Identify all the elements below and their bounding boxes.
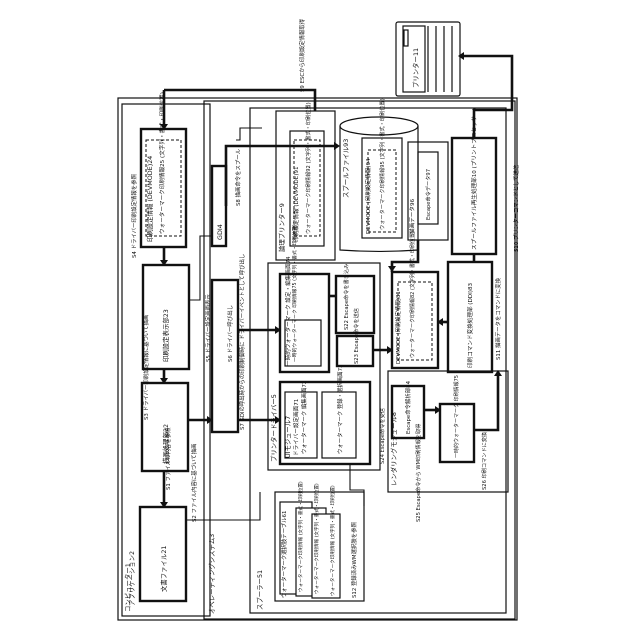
registry-item-1-label: ウォーターマーク印刷情報 (文字列・書式・印刷位置) [297, 481, 304, 592]
logical-devmode-label: 印刷設定情報 (DEVMODE)91 [292, 166, 300, 242]
watermark-select-screen-label: ウォーターマーク 登録・選択画面73 [336, 365, 344, 454]
step-s4-label: S4 ドライバー印刷設定情報を参照 [130, 173, 138, 258]
step-s3-label: S3 ドライバー印刷設定情報に基づいて描画 [142, 315, 150, 420]
step-s9-label: S9 ESCから印刷設定情報取得 [298, 18, 306, 92]
step-s2-label: S2 ファイル内容に基づいて描画 [190, 444, 198, 522]
spool-devmode-label: DEVMODE (印刷設定情報)94 [364, 158, 372, 234]
os-label: オペレーティングシステム3 [207, 534, 216, 614]
spool-process-label: スプールファイル再生処理部10 (プリントプロセッサー) [470, 108, 478, 250]
spool-file-label: スプールファイル93 [342, 139, 350, 198]
printer-icon [396, 22, 460, 96]
watermark-edit-screen-label: ウォーターマーク 編集画面72 [300, 381, 308, 454]
gdi-label: GDI4 [216, 224, 224, 240]
step-s23-label: S23 Escape命令を送信 [352, 308, 360, 364]
registry-table-label: ウォーターマーク選択肢テーブル61 [280, 511, 288, 598]
logical-devmode-sub: ウォーターマーク印刷情報92 (文字列・書式・印刷位置) [304, 102, 312, 234]
step-s1-label: S1 ファイルの内容を参照 [164, 427, 172, 490]
devmode-render-sub: ウォーターマーク印刷情報82 (文字列・書式・印刷位置) [409, 231, 416, 358]
step-s12-label: S12 登録済みWM選択肢を参照 [350, 522, 358, 598]
rendering-module-label: レンダリングモジュール8 [389, 412, 398, 486]
step-s5-label: S5 ドライバー設定画面表示 [204, 294, 212, 362]
printer-label: プリンター11 [411, 48, 420, 88]
printer-setting-info-a-sub: ウォーターマーク印刷情報25 (文字列・書式・印刷位置) [158, 92, 166, 234]
escape-analysis-label: Escape命令解析部84 [404, 380, 412, 434]
escape-command-data-label: Escape命令データ97 [424, 169, 432, 220]
printer-setting-info-a-label: 印刷設定情報 (DEVMODE)24 [145, 156, 154, 242]
print-setting-editor-label: 印刷設定表示部23 [161, 309, 170, 362]
step-s25-label: S25 Escape命令から WM印刷情報を取得 [414, 424, 422, 522]
logical-printer-label: 論理プリンター9 [277, 203, 286, 252]
print-command-gen-label: 印刷コマンド変換処理部 (DDI)83 [466, 283, 474, 368]
spooler-label: スプーラー51 [256, 570, 264, 610]
temp-watermark-render-label: 一時的ウォーターマーク 印刷情報75 [453, 375, 460, 458]
step-s11-label: S11 描画データをコマンドに変換 [494, 277, 502, 360]
step-s10-label: S10 プリンターコマンドとして送信 [512, 164, 520, 252]
application-label: アプリケーション2 [128, 551, 136, 606]
step-s6-label: S6 ドライバー呼び出し [226, 305, 234, 362]
printer-driver-label: プリンタードライバー5 [269, 394, 278, 462]
gdi-call-box [212, 280, 238, 432]
spool-file-cylinder-top [340, 117, 418, 135]
spool-devmode-sub: ウォーターマーク印刷情報95 (文字列・書式・印刷位置) [378, 98, 386, 230]
temp-watermark-print-label: 一時的ウォーターマーク 印刷情報75 (文字列・書式・印刷位置) [291, 224, 298, 362]
drawing-data-label: 描画データ96 [408, 198, 416, 234]
registry-item-2-label: ウォーターマーク印刷情報 (文字列・書式・印刷位置) [313, 483, 320, 594]
registry-item-3-label: ウォーターマーク印刷情報 (文字列・書式・印刷位置) [329, 485, 336, 596]
step-s22-label: S22 Escape命令を書き込み [342, 264, 350, 330]
temp-watermark-setting-label: 一時的ウォーターマーク 設定・編集画面74 [284, 256, 292, 366]
step-s7-label: S7 GDIの呼出時からの印刷制御時に ドライバーイベントとして呼び出し [238, 254, 246, 430]
step-s26-label: S26 印刷コマンドに変換 [480, 431, 488, 490]
step-s8-label: S8 描画命令をスプール [234, 148, 242, 206]
document-file-label: 文書ファイル21 [159, 546, 168, 592]
driver-setting-screen-label: ドライバー設定画面71 [292, 398, 300, 456]
devmode-render-label: DEVMODE (印刷設定情報)81 [394, 291, 402, 364]
ui-module-label: UIモジュール7 [284, 416, 292, 458]
spool-file-cylinder-body [340, 126, 418, 251]
step-s24-label: S24 Escape命令を受信 [378, 408, 386, 464]
